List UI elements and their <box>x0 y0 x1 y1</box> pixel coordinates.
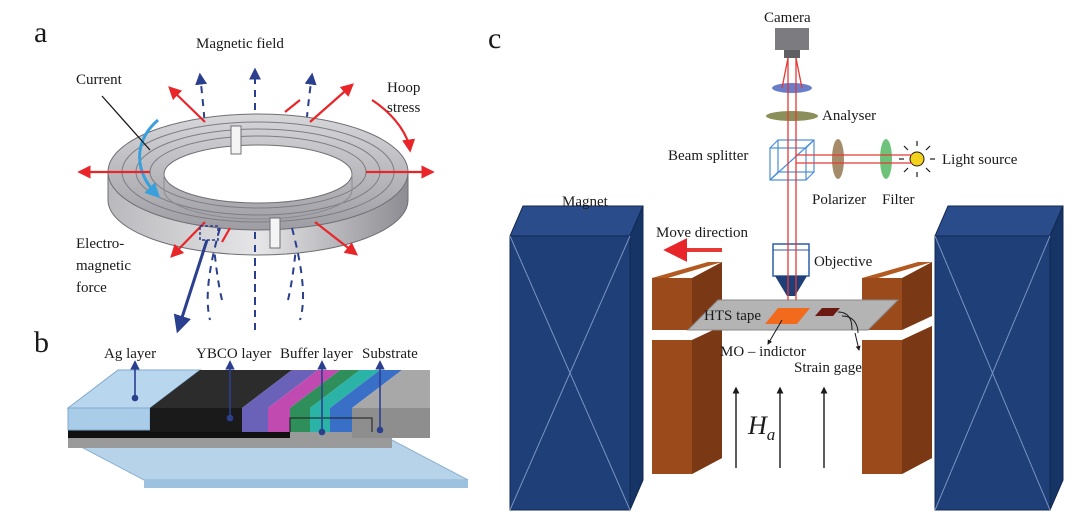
mo-pointer <box>767 319 783 345</box>
gage-wire-2 <box>841 315 859 334</box>
field-symbol: H <box>747 411 768 440</box>
coil-ring <box>107 113 409 256</box>
lens-icon <box>772 83 812 93</box>
label-current: Current <box>76 72 123 88</box>
label-mo-indicator: MO – indictor <box>720 344 806 360</box>
label-light-source: Light source <box>942 152 1018 168</box>
gage-wire <box>837 311 853 331</box>
label-move-direction: Move direction <box>656 225 749 241</box>
mo-indicator <box>765 308 810 324</box>
objective-icon <box>772 243 810 296</box>
label-hoop: Hoop <box>387 80 420 96</box>
hoop-stress-arrows <box>77 83 435 258</box>
label-stress: stress <box>387 100 420 116</box>
tape-highlight-box <box>199 225 219 241</box>
label-force: force <box>76 280 107 296</box>
gage-pointer <box>854 332 861 351</box>
label-electro: Electro- <box>76 236 124 252</box>
label-ag-layer: Ag layer <box>104 346 156 362</box>
label-magnetic-field: Magnetic field <box>196 36 284 52</box>
zoom-arrow <box>173 239 209 334</box>
label-camera: Camera <box>764 10 811 26</box>
label-substrate: Substrate <box>362 346 418 362</box>
label-ybco-layer: YBCO layer <box>196 346 271 362</box>
layer-pointers <box>130 360 385 436</box>
polarizer-icon <box>832 139 844 179</box>
panel-b: b <box>34 326 469 488</box>
clamp-right <box>862 262 932 474</box>
filter-icon <box>880 139 892 179</box>
camera-icon <box>775 28 809 58</box>
label-beam-splitter: Beam splitter <box>668 148 748 164</box>
current-leader <box>101 95 151 151</box>
clamp-left <box>652 262 722 474</box>
label-polarizer: Polarizer <box>812 192 866 208</box>
hoop-curve-arrow <box>371 99 416 153</box>
label-hts-tape: HTS tape <box>704 308 761 324</box>
panel-b-letter: b <box>34 326 49 359</box>
current-arrow <box>138 118 161 199</box>
light-beams <box>781 57 912 300</box>
label-filter: Filter <box>882 192 915 208</box>
field-lines-front <box>206 227 304 330</box>
applied-field-arrows <box>732 386 828 468</box>
label-field-symbol: Ha <box>747 411 775 444</box>
analyser-icon <box>766 111 818 121</box>
label-buffer-layer: Buffer layer <box>280 346 353 362</box>
magnet-right <box>934 205 1064 511</box>
panel-a: a <box>34 16 435 334</box>
tape-layers <box>66 369 469 488</box>
field-subscript: a <box>767 425 776 444</box>
beam-splitter-icon <box>769 139 815 181</box>
label-analyser: Analyser <box>822 108 876 124</box>
panel-c-letter: c <box>488 22 501 55</box>
label-objective: Objective <box>814 254 873 270</box>
panel-a-letter: a <box>34 16 47 49</box>
strain-gage <box>815 308 840 316</box>
panel-c: c <box>488 10 1064 511</box>
label-magnet: Magnet <box>562 194 609 210</box>
label-magnetic: magnetic <box>76 258 131 274</box>
light-source-icon <box>899 141 935 177</box>
magnet-left <box>509 205 644 511</box>
label-strain-gage: Strain gage <box>794 360 862 376</box>
